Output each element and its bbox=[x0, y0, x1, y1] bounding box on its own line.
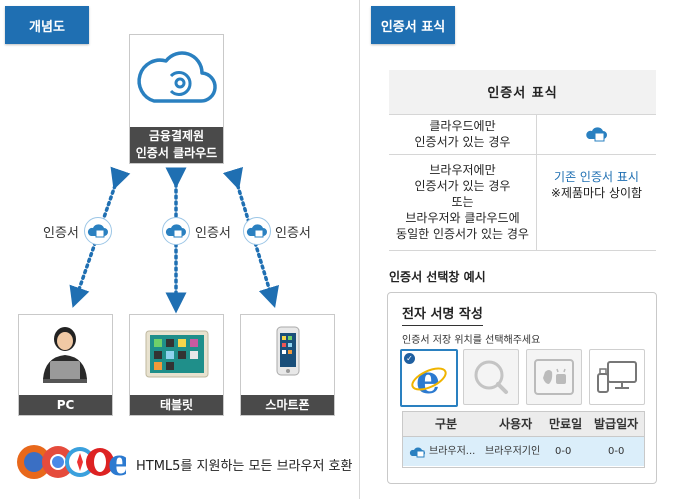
dialog-instruction: 인증서 저장 위치를 선택해주세요 bbox=[402, 335, 541, 346]
cloud-cert-icon bbox=[243, 217, 271, 245]
device-label-tablet: 태블릿 bbox=[130, 395, 223, 415]
tablet-icon bbox=[145, 330, 209, 378]
cell-expiry: 0-0 bbox=[555, 446, 572, 457]
user-laptop-icon bbox=[43, 327, 87, 383]
cell-user: 브라우저기인 bbox=[485, 446, 541, 457]
cert-label-tablet: 인증서 bbox=[195, 226, 231, 241]
device-tablet: 태블릿 bbox=[129, 314, 224, 416]
col-expiry: 만료일 bbox=[549, 417, 583, 431]
smartphone-icon bbox=[276, 326, 300, 376]
svg-text:e: e bbox=[416, 357, 440, 402]
row1-mark bbox=[536, 114, 656, 155]
row2-condition: 브라우저에만 인증서가 있는 경우 또는 브라우저와 클라우드에 동일한 인증서… bbox=[389, 154, 537, 251]
usb-monitor-icon bbox=[597, 361, 637, 393]
table-header: 인증서 표식 bbox=[389, 70, 656, 115]
example-title: 인증서 선택창 예시 bbox=[389, 270, 486, 284]
col-issued: 발급일자 bbox=[594, 417, 639, 431]
concept-diagram-tag-label: 개념도 bbox=[29, 19, 65, 35]
ie-icon: e bbox=[411, 357, 447, 402]
storage-option-usb[interactable] bbox=[589, 349, 645, 405]
signature-dialog: 전자 서명 작성 인증서 저장 위치를 선택해주세요 ✓ e bbox=[387, 292, 657, 484]
cert-mark-tag: 인증서 표식 bbox=[371, 6, 455, 44]
row1-condition: 클라우드에만 인증서가 있는 경우 bbox=[389, 114, 537, 155]
cloud-icon bbox=[137, 51, 217, 103]
apple-android-icon bbox=[534, 359, 574, 395]
device-pc: PC bbox=[18, 314, 113, 416]
cert-mark-tag-label: 인증서 표식 bbox=[380, 19, 446, 35]
ie-icon: e bbox=[108, 442, 126, 484]
panel-divider bbox=[359, 0, 360, 499]
col-user: 사용자 bbox=[499, 417, 533, 431]
storage-option-browser[interactable]: ✓ e bbox=[400, 349, 458, 407]
cloud-cert-icon bbox=[84, 217, 112, 245]
cloud-cert-icon bbox=[409, 447, 425, 458]
sync-arrows bbox=[69, 166, 279, 314]
cloud-label-line2: 인증서 클라우드 bbox=[135, 146, 218, 160]
device-label-smartphone: 스마트폰 bbox=[241, 395, 334, 415]
search-icon bbox=[474, 360, 508, 394]
selected-check-icon: ✓ bbox=[404, 353, 415, 364]
cloud-label-line1: 금융결제원 bbox=[148, 129, 205, 143]
storage-option-mobile[interactable] bbox=[526, 349, 582, 405]
col-type: 구분 bbox=[435, 417, 458, 431]
cert-label-pc: 인증서 bbox=[43, 226, 79, 241]
browser-compat-text: HTML5를 지원하는 모든 브라우저 호환 bbox=[136, 459, 353, 474]
device-smartphone: 스마트폰 bbox=[240, 314, 335, 416]
row2-mark: 기존 인증서 표시 ※제품마다 상이함 bbox=[536, 154, 656, 251]
cloud-cert-icon bbox=[585, 126, 607, 141]
device-label-pc: PC bbox=[19, 395, 112, 415]
table-row[interactable]: 브라우저... 브라우저기인 0-0 0-0 bbox=[403, 437, 644, 466]
cell-type: 브라우저... bbox=[429, 446, 476, 457]
storage-option-search[interactable] bbox=[463, 349, 519, 405]
concept-diagram-tag: 개념도 bbox=[5, 6, 89, 44]
cert-label-phone: 인증서 bbox=[275, 226, 311, 241]
cert-list-header bbox=[403, 412, 644, 437]
dialog-title: 전자 서명 작성 bbox=[402, 303, 483, 326]
cloud-box: 금융결제원 인증서 클라우드 bbox=[129, 34, 224, 164]
cloud-cert-icon bbox=[162, 217, 190, 245]
cell-issued: 0-0 bbox=[608, 446, 625, 457]
browser-logos: e bbox=[17, 442, 126, 484]
cloud-label: 금융결제원 인증서 클라우드 bbox=[130, 127, 223, 163]
cert-mark-table: 인증서 표식 클라우드에만 인증서가 있는 경우 브라우저에만 인증서가 있는 … bbox=[389, 70, 656, 251]
cert-list-table: 구분 사용자 만료일 발급일자 브라우저... 브라우저기인 0-0 0-0 bbox=[402, 411, 645, 468]
